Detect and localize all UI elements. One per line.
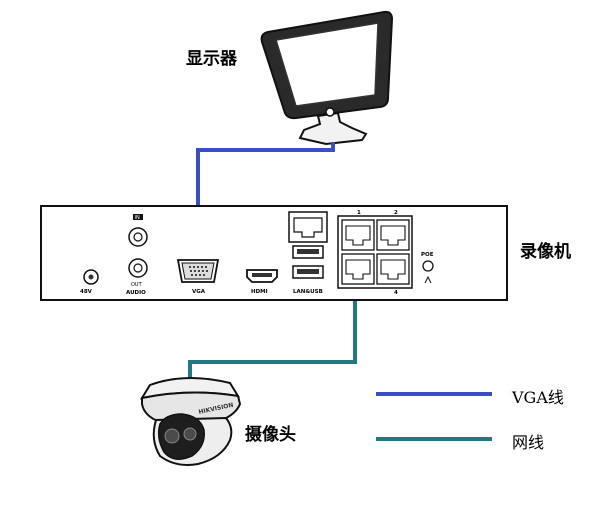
network-cable <box>188 276 357 382</box>
poe-port-1 <box>341 219 375 251</box>
poe-port-4 <box>376 253 410 285</box>
dc-in-label: 48V <box>80 289 93 295</box>
monitor-label: 显示器 <box>186 49 237 69</box>
hdmi-label: HDMI <box>251 289 268 295</box>
nvr-rear-panel: 48V IN OUT AUDIO VGA <box>40 205 508 301</box>
lan-usb-label: LAN&USB <box>293 289 323 295</box>
poe-ports: 1 2 4 <box>337 210 413 296</box>
hdmi-port: HDMI <box>246 269 278 295</box>
audio-ports: IN OUT AUDIO <box>126 214 148 296</box>
poe-indicator: POE <box>421 252 434 284</box>
legend-network-label: 网线 <box>512 433 545 452</box>
nvr-label: 录像机 <box>520 242 571 262</box>
vga-port: VGA <box>176 259 220 295</box>
poe-port-3 <box>341 253 375 285</box>
port-2-label: 2 <box>394 210 398 216</box>
port-1-label: 1 <box>357 210 361 216</box>
vga-label: VGA <box>192 289 206 295</box>
legend-vga-label: VGA线 <box>512 388 564 407</box>
camera-label: 摄像头 <box>245 425 296 445</box>
audio-out-label: OUT <box>131 282 143 288</box>
dome-camera-icon: HIKVISION <box>139 377 242 466</box>
lan-usb-ports: LAN&USB <box>288 211 328 295</box>
monitor-icon <box>260 10 394 146</box>
audio-label: AUDIO <box>126 290 146 296</box>
poe-label: POE <box>421 252 434 258</box>
port-4-label: 4 <box>394 290 398 296</box>
dc-power-jack: 48V <box>80 269 99 295</box>
audio-in-label: IN <box>135 215 140 221</box>
poe-port-2 <box>376 219 410 251</box>
